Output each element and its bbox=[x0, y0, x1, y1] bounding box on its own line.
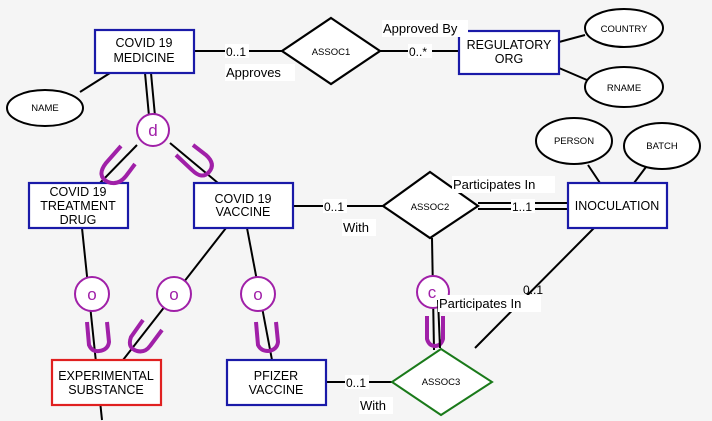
role-with: With bbox=[360, 398, 386, 413]
attribute-batch[interactable]: BATCH bbox=[623, 122, 701, 170]
attribute-person[interactable]: PERSON bbox=[535, 117, 613, 165]
disjoint-symbol: d bbox=[148, 121, 157, 140]
overlap-specialization-treatment[interactable]: o bbox=[74, 276, 110, 312]
subset-icon bbox=[127, 318, 164, 354]
line-medicine-disjoint-b[interactable] bbox=[150, 72, 156, 117]
subset-icon bbox=[174, 143, 214, 178]
entity-label-line: ORG bbox=[495, 52, 523, 66]
relationship-label: ASSOC3 bbox=[422, 377, 461, 388]
line-medicine-name[interactable] bbox=[79, 72, 111, 93]
overlap-symbol: o bbox=[253, 285, 262, 304]
line-regulatory-country[interactable] bbox=[558, 34, 586, 43]
line-disjoint-vaccine[interactable] bbox=[169, 142, 219, 184]
relationship-assoc1[interactable]: ASSOC1 bbox=[280, 16, 382, 86]
attribute-label: COUNTRY bbox=[601, 24, 648, 35]
entity-treatment-drug[interactable]: COVID 19 TREATMENT DRUG bbox=[27, 181, 130, 230]
overlap-symbol: o bbox=[87, 285, 96, 304]
entity-label-line: SUBSTANCE bbox=[68, 383, 143, 397]
disjoint-specialization[interactable]: d bbox=[136, 113, 170, 147]
entity-label-line: TREATMENT bbox=[40, 199, 116, 213]
entity-label-line: COVID 19 bbox=[215, 192, 272, 206]
role-labels: Approved By Approves Participates In Wit… bbox=[225, 20, 555, 414]
entity-covid-vaccine[interactable]: COVID 19 VACCINE bbox=[192, 181, 295, 230]
line-medicine-disjoint-a[interactable] bbox=[144, 72, 150, 117]
line-inoculation-person[interactable] bbox=[587, 164, 601, 184]
line-disjoint-treatment[interactable] bbox=[99, 144, 138, 184]
entity-label-line: COVID 19 bbox=[50, 185, 107, 199]
entity-inoculation[interactable]: INOCULATION bbox=[566, 181, 669, 230]
entity-label-line: EXPERIMENTAL bbox=[58, 369, 154, 383]
entity-covid-medicine[interactable]: COVID 19 MEDICINE bbox=[93, 28, 196, 75]
cardinality-inoculation-assoc3: 0..1 bbox=[523, 283, 543, 297]
attribute-label: NAME bbox=[31, 103, 58, 114]
attribute-name[interactable]: NAME bbox=[6, 89, 84, 127]
attribute-label: BATCH bbox=[646, 141, 678, 152]
entity-label-line: VACCINE bbox=[216, 205, 271, 219]
entity-regulatory-org[interactable]: REGULATORY ORG bbox=[457, 29, 561, 76]
subset-icon bbox=[254, 321, 281, 354]
subset-icon bbox=[99, 144, 137, 186]
category-symbol: c bbox=[428, 283, 437, 302]
role-participates-in: Participates In bbox=[439, 296, 521, 311]
entity-label-line: DRUG bbox=[60, 213, 97, 227]
entity-label-line: INOCULATION bbox=[575, 199, 660, 213]
entity-experimental-substance[interactable]: EXPERIMENTAL SUBSTANCE bbox=[50, 358, 163, 407]
entity-label-line: VACCINE bbox=[249, 383, 304, 397]
attribute-label: RNAME bbox=[607, 83, 641, 94]
overlap-specialization-vaccine[interactable]: o bbox=[156, 276, 192, 312]
relationship-label: ASSOC2 bbox=[411, 202, 450, 213]
role-approves: Approves bbox=[226, 65, 281, 80]
cardinality-pfizer-assoc3: 0..1 bbox=[346, 376, 366, 390]
cardinality-assoc1-org: 0..* bbox=[409, 45, 427, 59]
entity-label-line: COVID 19 bbox=[116, 36, 173, 50]
overlap-specialization-pfizer[interactable]: o bbox=[240, 276, 276, 312]
relationship-assoc3[interactable]: ASSOC3 bbox=[390, 347, 494, 417]
overlap-symbol: o bbox=[169, 285, 178, 304]
cardinality-labels: 0..1 0..* 0..1 1..1 0..1 0..1 bbox=[225, 44, 543, 390]
line-inoculation-batch[interactable] bbox=[633, 166, 647, 184]
line-inoculation-assoc3[interactable] bbox=[474, 227, 595, 349]
line-regulatory-rname[interactable] bbox=[558, 67, 588, 81]
entity-label-line: REGULATORY bbox=[467, 38, 552, 52]
entity-label-line: PFIZER bbox=[254, 369, 298, 383]
cardinality-vaccine-assoc2: 0..1 bbox=[324, 200, 344, 214]
cardinality-medicine-assoc1: 0..1 bbox=[226, 45, 246, 59]
relationship-assoc2[interactable]: ASSOC2 bbox=[381, 170, 480, 240]
role-with: With bbox=[343, 220, 369, 235]
attribute-country[interactable]: COUNTRY bbox=[584, 8, 664, 48]
relationship-label: ASSOC1 bbox=[312, 47, 351, 58]
role-approved-by: Approved By bbox=[383, 21, 458, 36]
attribute-label: PERSON bbox=[554, 136, 594, 147]
attribute-rname[interactable]: RNAME bbox=[584, 66, 664, 108]
subset-icon bbox=[85, 321, 112, 354]
role-participates-in: Participates In bbox=[453, 177, 535, 192]
entity-label-line: MEDICINE bbox=[113, 51, 174, 65]
subset-icon bbox=[425, 316, 445, 349]
cardinality-assoc2-inoculation: 1..1 bbox=[512, 200, 532, 214]
entity-pfizer-vaccine[interactable]: PFIZER VACCINE bbox=[225, 358, 328, 407]
